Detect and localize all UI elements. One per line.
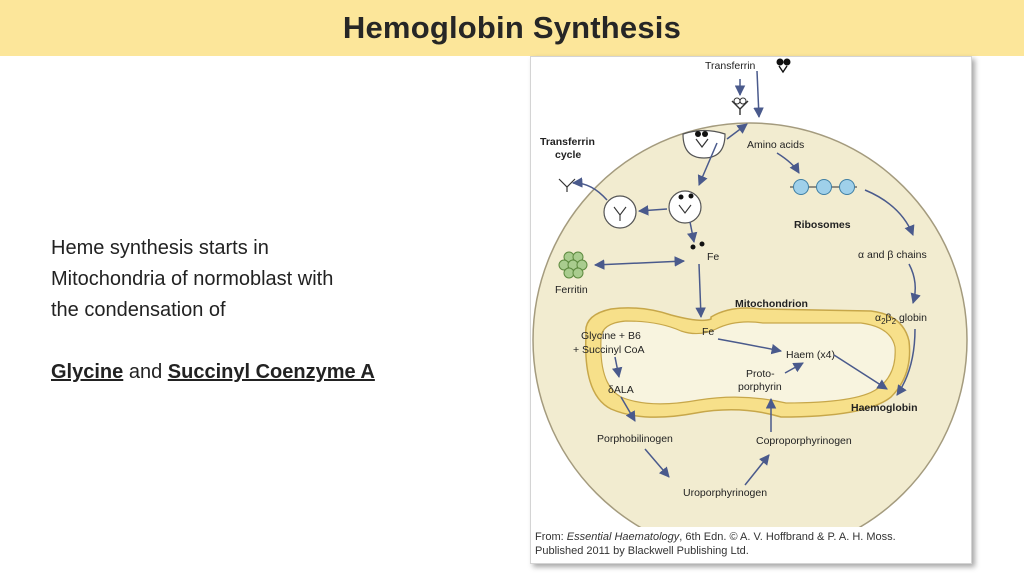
hemoglobin-synthesis-figure: Transferrin Transferrin cycle — [530, 56, 972, 564]
ferritin-icon — [558, 251, 588, 279]
endocytic-vesicle-2 — [603, 195, 637, 229]
slide-title: Hemoglobin Synthesis — [342, 10, 682, 45]
label-ferritin: Ferritin — [555, 284, 588, 296]
caption-prefix: From: — [535, 531, 567, 543]
label-succinyl-coa: + Succinyl CoA — [573, 344, 645, 356]
key-term-glycine: Glycine — [51, 361, 124, 383]
body-line-3: the condensation of — [51, 299, 226, 321]
label-glycine-b6: Glycine + B6 — [581, 330, 641, 342]
key-term-connector: and — [128, 361, 163, 383]
label-uroporphyrinogen: Uroporphyrinogen — [683, 487, 767, 499]
label-transferrin-cycle-1: Transferrin — [540, 136, 595, 148]
label-transferrin: Transferrin — [705, 60, 756, 72]
diagram-svg: Transferrin Transferrin cycle — [532, 58, 968, 527]
label-fe-cytoplasm: Fe — [707, 251, 719, 263]
endocytic-vesicle-3 — [668, 190, 702, 224]
key-term-succinyl-coa: Succinyl Coenzyme A — [167, 361, 375, 383]
body-line-2: Mitochondria of normoblast with — [51, 268, 334, 290]
title-bar: Hemoglobin Synthesis — [0, 0, 1024, 56]
label-fe-mitochondrion: Fe — [702, 326, 714, 338]
label-globin: α2β2 globin — [875, 312, 927, 326]
label-porphobilinogen: Porphobilinogen — [597, 433, 673, 445]
caption-line2: Published 2011 by Blackwell Publishing L… — [535, 545, 749, 557]
label-alpha-beta-chains: α and β chains — [858, 249, 927, 261]
caption-line1-rest: , 6th Edn. © A. V. Hoffbrand & P. A. H. … — [679, 531, 896, 543]
body-text: Heme synthesis starts in Mitochondria of… — [51, 233, 491, 388]
mitochondrion-inner — [600, 320, 896, 405]
label-amino-acids: Amino acids — [747, 139, 804, 151]
label-haem: Haem (x4) — [786, 349, 835, 361]
label-ala: δALA — [608, 384, 634, 396]
label-mitochondrion: Mitochondrion — [735, 298, 808, 310]
label-haemoglobin: Haemoglobin — [851, 402, 918, 414]
body-line-1: Heme synthesis starts in — [51, 237, 269, 259]
label-coproporphyrinogen: Coproporphyrinogen — [756, 435, 852, 447]
ribosome-icons — [790, 179, 857, 195]
transferrin-receptor-icon — [731, 97, 749, 115]
label-transferrin-cycle-2: cycle — [555, 149, 581, 161]
key-terms-line: Glycine and Succinyl Coenzyme A — [51, 357, 491, 388]
label-ribosomes: Ribosomes — [794, 219, 851, 231]
figure-caption: From: Essential Haematology, 6th Edn. © … — [535, 530, 965, 558]
caption-book-title: Essential Haematology — [566, 531, 680, 543]
transferrin-icon — [776, 58, 791, 74]
label-protoporphyrin-2: porphyrin — [738, 381, 782, 393]
label-protoporphyrin-1: Proto- — [746, 368, 775, 380]
